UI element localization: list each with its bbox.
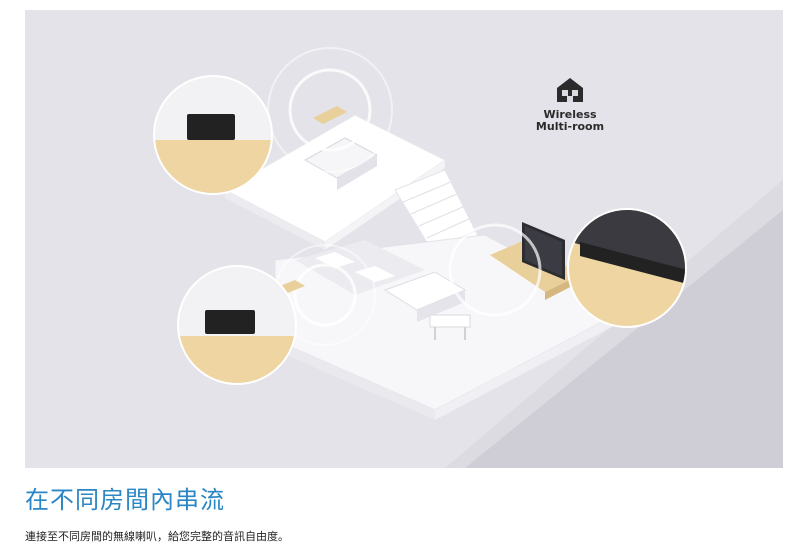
hero-illustration: Wireless Multi-room — [25, 10, 783, 468]
soundbar-zoom-living-room — [567, 208, 687, 328]
wireless-multiroom-house-icon — [557, 78, 583, 102]
badge-line1: Wireless — [543, 108, 597, 121]
section-description: 連接至不同房間的無線喇叭，給您完整的音訊自由度。 — [25, 530, 289, 543]
wireless-multiroom-badge: Wireless Multi-room — [536, 78, 604, 133]
speaker-zoom-kitchen — [177, 265, 297, 385]
lower-floor — [270, 222, 627, 420]
section-title: 在不同房間內串流 — [25, 486, 225, 514]
badge-line2: Multi-room — [536, 120, 604, 133]
speaker-zoom-bedroom — [153, 75, 273, 195]
